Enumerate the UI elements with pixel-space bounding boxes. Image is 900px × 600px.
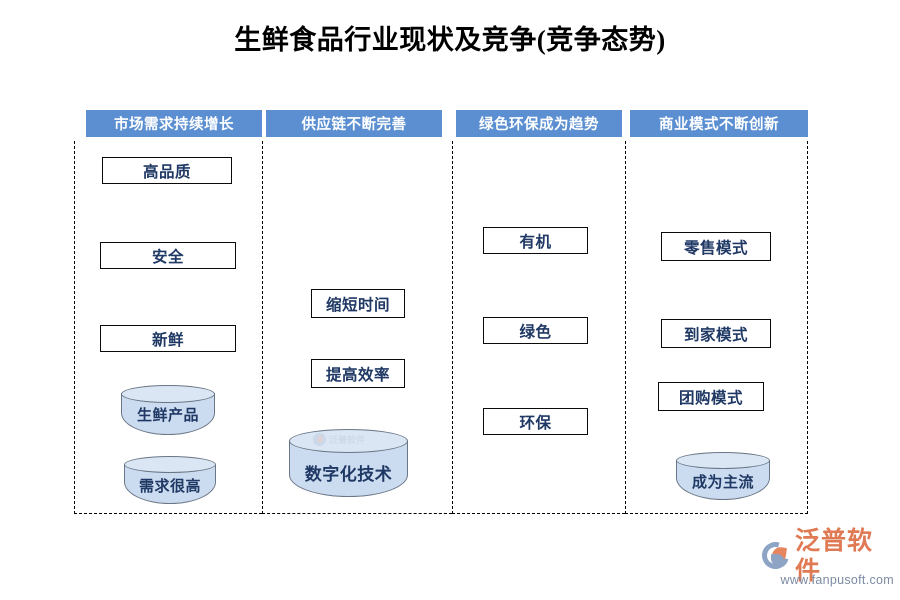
process-box-c4-3[interactable]: 团购模式 bbox=[658, 382, 764, 411]
page-title: 生鲜食品行业现状及竞争(竞争态势) bbox=[234, 25, 666, 55]
fanpu-logo-icon bbox=[757, 537, 794, 574]
process-box-c1-3[interactable]: 新鲜 bbox=[100, 325, 236, 352]
cylinder-label-c1-1: 生鲜产品 bbox=[136, 407, 199, 424]
process-box-c1-1[interactable]: 高品质 bbox=[102, 157, 232, 184]
logo-row: 泛普软件 bbox=[757, 527, 894, 585]
column-header-4[interactable]: 商业模式不断创新 bbox=[630, 110, 808, 137]
process-box-c4-2[interactable]: 到家模式 bbox=[661, 319, 771, 348]
logo-name: 泛普软件 bbox=[795, 527, 874, 585]
column-header-2[interactable]: 供应链不断完善 bbox=[266, 110, 442, 137]
company-logo: 泛普软件 www.fanpusoft.com bbox=[757, 527, 894, 590]
process-box-c2-1[interactable]: 缩短时间 bbox=[311, 289, 405, 318]
process-box-c2-2[interactable]: 提高效率 bbox=[311, 359, 405, 388]
cylinder-c1-1[interactable]: 生鲜产品 bbox=[121, 385, 215, 435]
cylinder-top bbox=[289, 429, 408, 453]
process-box-c3-1[interactable]: 有机 bbox=[483, 227, 588, 254]
cylinder-label-c4-1: 成为主流 bbox=[691, 474, 754, 491]
cylinder-c4-1[interactable]: 成为主流 bbox=[676, 452, 770, 500]
process-box-c3-2[interactable]: 绿色 bbox=[483, 317, 588, 344]
cylinder-c1-2[interactable]: 需求很高 bbox=[124, 456, 216, 504]
cylinder-top bbox=[121, 385, 215, 403]
column-body-2 bbox=[262, 141, 452, 514]
column-body-4 bbox=[625, 141, 808, 514]
cylinder-label-c2-1: 数字化技术 bbox=[304, 465, 393, 484]
cylinder-c2-1[interactable]: 泛普软件 数字化技术 bbox=[289, 429, 408, 497]
process-box-c1-2[interactable]: 安全 bbox=[100, 242, 236, 269]
column-header-3[interactable]: 绿色环保成为趋势 bbox=[456, 110, 622, 137]
process-box-c4-1[interactable]: 零售模式 bbox=[661, 232, 771, 261]
column-header-1[interactable]: 市场需求持续增长 bbox=[86, 110, 262, 137]
column-body-1 bbox=[74, 141, 262, 514]
cylinder-label-c1-2: 需求很高 bbox=[138, 478, 201, 495]
cylinder-top bbox=[676, 452, 770, 469]
column-body-3 bbox=[452, 141, 625, 514]
process-box-c3-3[interactable]: 环保 bbox=[483, 408, 588, 435]
cylinder-top bbox=[124, 456, 216, 473]
logo-url: www.fanpusoft.com bbox=[780, 573, 894, 587]
